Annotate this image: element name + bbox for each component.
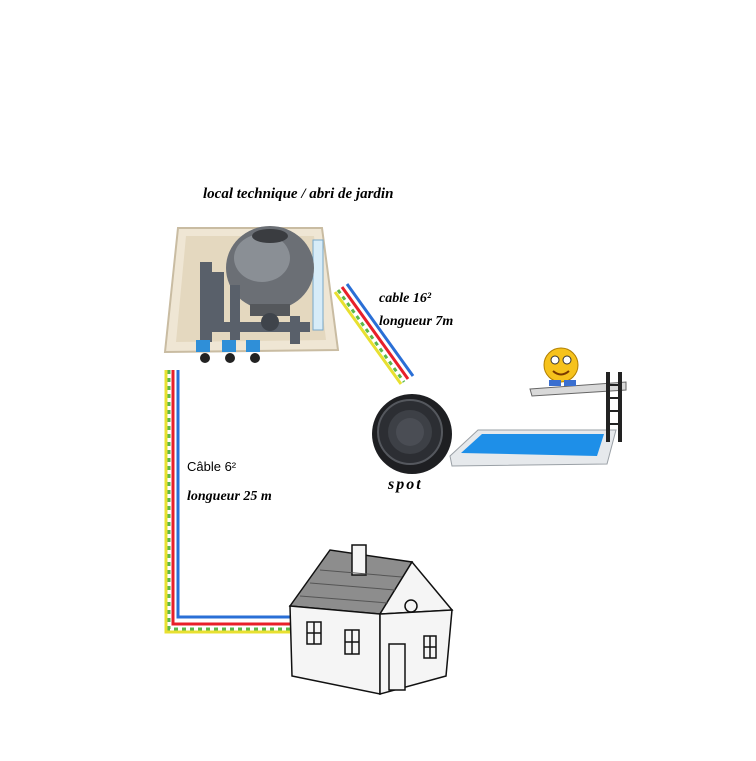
diagram-title: local technique / abri de jardin — [203, 186, 394, 202]
spot-cable-section-label: cable 16² — [379, 291, 432, 306]
house-cable — [164, 370, 290, 634]
spot-cable-length-label: longueur 7m — [379, 314, 454, 329]
technical-box-image — [163, 226, 340, 363]
sand-filter — [226, 226, 314, 316]
house-cable-section-label: Câble 6² — [187, 459, 237, 474]
smiley-diver — [543, 347, 579, 386]
spot-light-image — [372, 394, 452, 474]
house-cable-length-label: longueur 25 m — [187, 489, 272, 504]
pool-image — [449, 347, 627, 467]
spot-label: spot — [388, 476, 423, 493]
spot-cable — [333, 283, 415, 385]
pump-pipes — [196, 262, 310, 363]
house-image — [288, 544, 454, 695]
